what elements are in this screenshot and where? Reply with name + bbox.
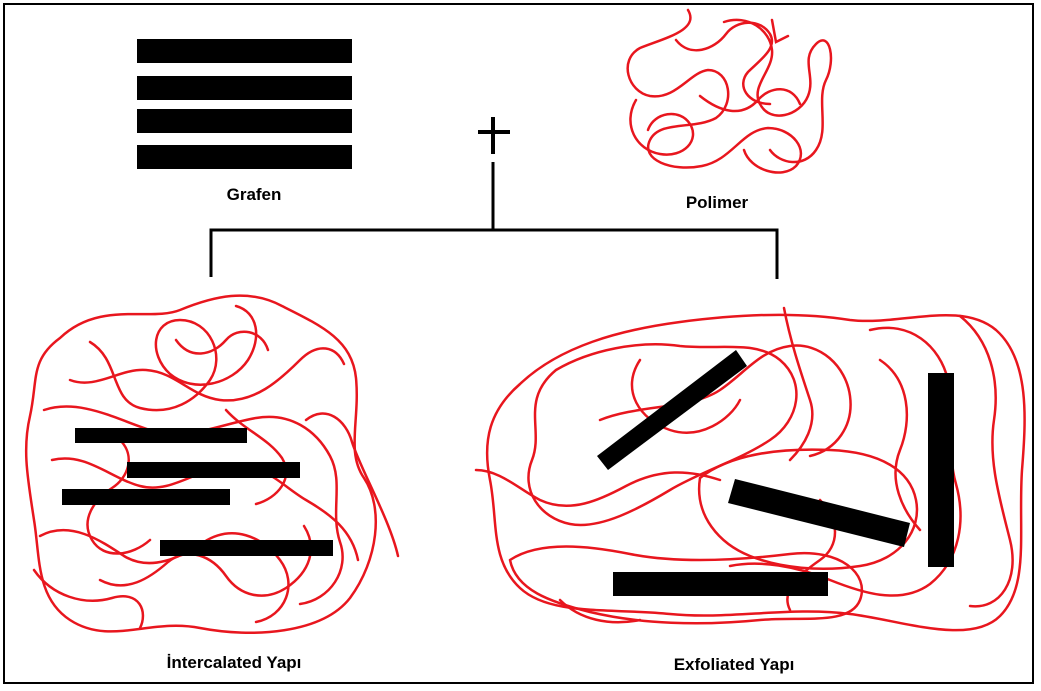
exfoliated-sheet xyxy=(728,479,910,547)
polymer-label: Polimer xyxy=(686,193,748,213)
graphene-sheet xyxy=(137,145,352,169)
graphene-sheet xyxy=(137,39,352,63)
intercalated-sheet xyxy=(160,540,333,556)
intercalated-sheet xyxy=(127,462,300,478)
exfoliated-sheet xyxy=(597,350,747,470)
intercalated-label: İntercalated Yapı xyxy=(167,653,302,673)
exfoliated-structure xyxy=(476,308,1025,630)
connector-lines xyxy=(211,162,777,279)
intercalated-sheet xyxy=(62,489,230,505)
exfoliated-sheet xyxy=(928,373,954,567)
graphene-sheet xyxy=(137,76,352,100)
exfoliated-sheet xyxy=(613,572,828,596)
intercalated-structure xyxy=(26,296,398,633)
graphene-stack xyxy=(137,39,352,169)
graphene-label: Grafen xyxy=(227,185,282,205)
plus-sign xyxy=(478,117,510,154)
intercalated-sheet xyxy=(75,428,247,443)
graphene-sheet xyxy=(137,109,352,133)
polymer-coil xyxy=(628,10,831,173)
exfoliated-label: Exfoliated Yapı xyxy=(674,655,795,675)
